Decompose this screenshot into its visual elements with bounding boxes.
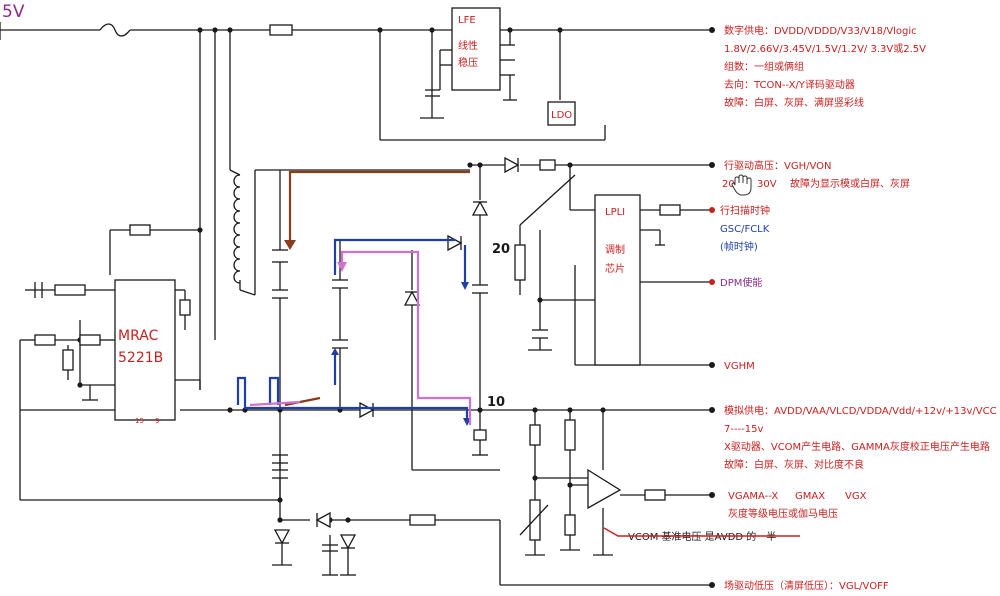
- lpli-label-2: 调制: [605, 243, 625, 256]
- vgh-fault: 故障为显示模或白屏、灰屏: [790, 177, 910, 190]
- lfe-label-3: 稳压: [458, 56, 478, 69]
- hand-cursor-icon: [731, 174, 752, 196]
- gamma-line-1b: GMAX: [795, 491, 825, 502]
- path-blue-upper: [333, 238, 467, 285]
- vgh-range-b: 30V: [757, 179, 777, 190]
- path-brown: [288, 170, 470, 245]
- path-pink: [249, 250, 472, 425]
- supply-label: 5V: [2, 2, 25, 22]
- mrac-label-2: 5221B: [118, 350, 163, 366]
- output-dots: [709, 27, 715, 588]
- junctions: [77, 27, 606, 523]
- digital-line-4: 去向：TCON--X/Y译码驱动器: [724, 78, 855, 91]
- digital-line-5: 故障：白屏、灰屏、满屏竖彩线: [724, 96, 864, 109]
- vcom-pointer: [603, 527, 800, 537]
- analog-line-2: 7----15v: [724, 424, 764, 435]
- vgh-range-a: 20: [722, 179, 735, 190]
- gamma-line-1: VGAMA--X: [728, 491, 778, 502]
- analog-line-1: 模拟供电：AVDD/VAA/VLCD/VDDA/Vdd/+12v/+13v/VC…: [724, 404, 997, 417]
- vghm-label: VGHM: [724, 361, 755, 372]
- gamma-line-2: 灰度等级电压或伽马电压: [728, 507, 838, 520]
- components: [25, 7, 681, 576]
- digital-line-1: 数字供电：DVDD/VDDD/V33/V18/Vlogic: [724, 24, 917, 37]
- path-blue-lower: [236, 355, 469, 420]
- wires: [0, 22, 710, 586]
- vgl-label: 场驱动低压（清屏低压）：VGL/VOFF: [724, 579, 889, 592]
- clock-line-3: (帧时钟): [720, 240, 758, 253]
- gamma-line-1c: VGX: [845, 491, 867, 502]
- lpli-label-3: 芯片: [605, 262, 625, 275]
- current-paths: [236, 170, 472, 426]
- mrac-pin-15: 15: [135, 417, 144, 425]
- digital-line-2: 1.8V/2.66V/3.45V/1.5V/1.2V/ 3.3V或2.5V: [724, 43, 926, 55]
- mark-20: 20: [492, 242, 510, 257]
- clock-line-2: GSC/FCLK: [720, 224, 770, 235]
- lpli-label-1: LPLI: [605, 207, 625, 218]
- lfe-label-1: LFE: [458, 15, 476, 26]
- mrac-pin-9: 9: [155, 417, 159, 425]
- ldo-label: LDO: [551, 110, 572, 121]
- vgh-line-1: 行驱动高压：VGH/VON: [724, 159, 832, 172]
- digital-line-3: 组数：一组或俩组: [724, 60, 804, 73]
- clock-line-1: 行扫描时钟: [720, 204, 770, 217]
- dpm-label: DPM使能: [720, 276, 762, 289]
- analog-line-4: 故障：白屏、灰屏、对比度不良: [724, 458, 864, 471]
- output-dots-red: [709, 207, 715, 285]
- lfe-label-2: 线性: [458, 39, 478, 52]
- mrac-label-1: MRAC: [118, 328, 159, 344]
- analog-line-3: X驱动器、VCOM产生电路、GAMMA灰度校正电压产生电路: [724, 440, 990, 453]
- mark-10: 10: [487, 395, 505, 410]
